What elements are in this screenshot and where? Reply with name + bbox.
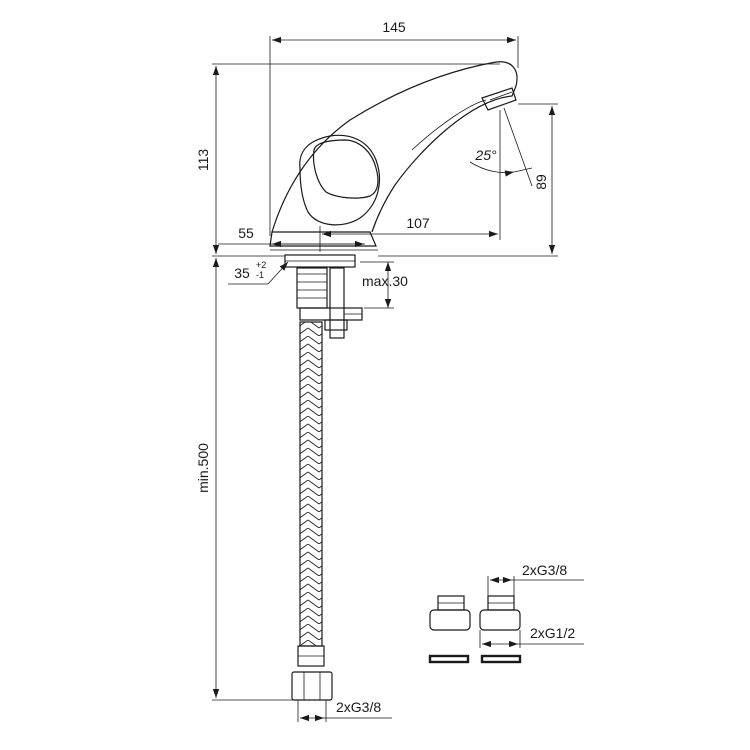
dim-angle-25: 25° <box>469 107 533 187</box>
dim-offset-55: 55 <box>218 225 365 252</box>
dim-label-min500: min.500 <box>195 443 211 493</box>
mounting-assembly <box>284 254 363 339</box>
dim-label-adapter-large: 2xG1/2 <box>530 625 575 641</box>
dim-tolerance-minus: -1 <box>256 270 264 280</box>
hose-nut <box>291 671 333 701</box>
dim-max-30: max.30 <box>360 261 408 309</box>
dim-reach-107: 107 <box>322 110 501 240</box>
adapter-right <box>479 595 522 664</box>
dim-hose-thread: 2xG3/8 <box>297 699 392 722</box>
dim-angle-35: 35 +2 -1 <box>228 260 289 285</box>
dim-label-107: 107 <box>406 215 430 231</box>
adapter-left <box>428 595 471 664</box>
dim-height-113: 113 <box>195 63 500 257</box>
dim-width-145: 145 <box>269 19 519 236</box>
dim-label-55: 55 <box>238 225 254 241</box>
dim-label-max30: max.30 <box>362 273 408 289</box>
aerator <box>481 87 517 111</box>
dim-hose-500: min.500 <box>195 258 296 701</box>
dim-label-145: 145 <box>382 19 406 35</box>
braided-hose <box>297 321 325 667</box>
dim-adapter-small: 2xG3/8 <box>487 562 584 596</box>
dim-tolerance-plus: +2 <box>256 260 266 270</box>
dim-label-25: 25° <box>474 147 497 163</box>
dim-label-89: 89 <box>533 174 549 190</box>
dim-label-adapter-small: 2xG3/8 <box>522 562 567 578</box>
dim-label-hose-thread: 2xG3/8 <box>336 699 381 715</box>
dim-label-35: 35 <box>234 265 250 281</box>
dim-adapter-large: 2xG1/2 <box>479 625 584 648</box>
lever-handle <box>299 134 381 226</box>
dim-label-113: 113 <box>195 149 211 172</box>
dim-height-89: 89 <box>378 103 558 257</box>
